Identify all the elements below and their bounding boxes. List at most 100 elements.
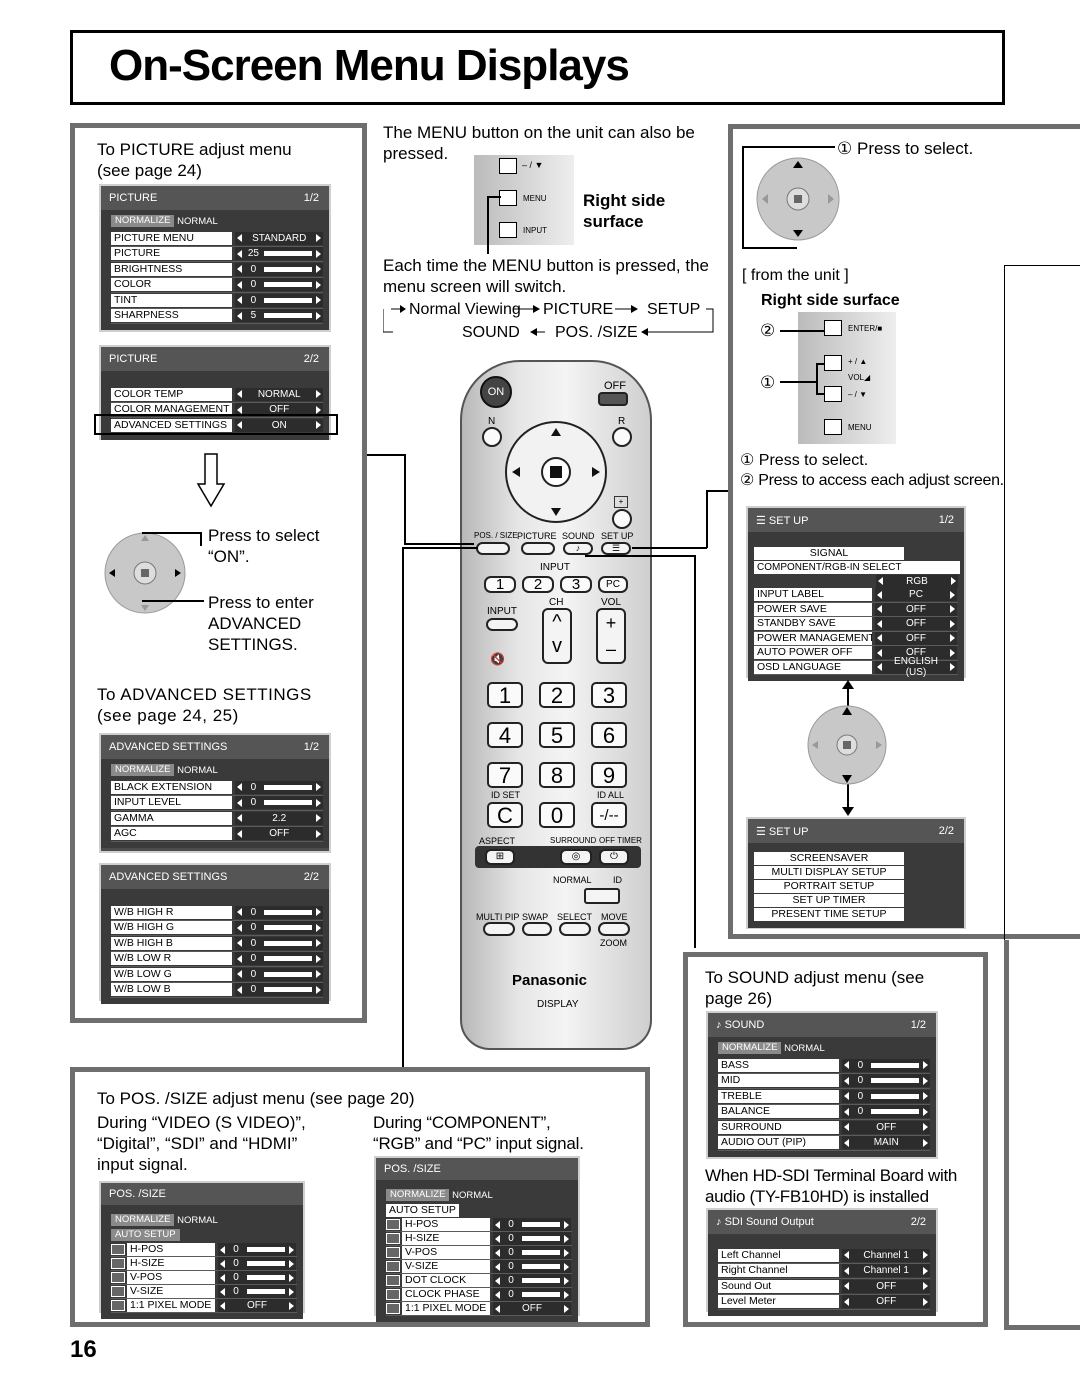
off-button[interactable] bbox=[598, 392, 628, 406]
menu-value[interactable]: 0 bbox=[235, 983, 323, 997]
menu-value[interactable]: 0 bbox=[842, 1058, 930, 1072]
n-button[interactable] bbox=[482, 427, 502, 447]
menu-value[interactable]: 0 bbox=[493, 1260, 571, 1273]
setup-item-screensaver[interactable]: SCREENSAVER bbox=[754, 852, 904, 865]
menu-value[interactable]: 0 bbox=[235, 936, 323, 950]
normalize-button[interactable]: NORMALIZE bbox=[111, 1214, 175, 1226]
input-pc-button[interactable]: PC bbox=[598, 576, 628, 593]
swap-button[interactable] bbox=[522, 922, 552, 936]
input-2-button[interactable]: 2 bbox=[522, 576, 554, 593]
key-n5-button[interactable]: 5 bbox=[539, 722, 575, 748]
minus-button[interactable] bbox=[824, 386, 842, 402]
key-n6-button[interactable]: 6 bbox=[591, 722, 627, 748]
setup-item-set-up-timer[interactable]: SET UP TIMER bbox=[754, 894, 904, 907]
menu-value[interactable]: ENGLISH (US) bbox=[875, 656, 957, 678]
aspect-button[interactable]: ⊞ bbox=[485, 849, 515, 865]
menu-row-audio-out-pip[interactable]: AUDIO OUT (PIP)MAIN bbox=[718, 1136, 930, 1151]
auto-setup-button[interactable]: AUTO SETUP bbox=[386, 1203, 459, 1217]
normalize-button[interactable]: NORMALIZE bbox=[386, 1189, 450, 1201]
side-button-input[interactable] bbox=[499, 222, 517, 238]
setup-item-multi-display-setup[interactable]: MULTI DISPLAY SETUP bbox=[754, 866, 904, 879]
menu-value[interactable]: OFF bbox=[842, 1295, 930, 1309]
side-button-menu[interactable] bbox=[499, 190, 517, 206]
menu-value[interactable]: 0 bbox=[493, 1232, 571, 1245]
key-n2-button[interactable]: 2 bbox=[539, 682, 575, 708]
menu-value[interactable]: OFF bbox=[875, 646, 957, 660]
menu-value[interactable]: 0 bbox=[842, 1074, 930, 1088]
menu-value[interactable]: Channel 1 bbox=[842, 1264, 930, 1278]
menu-value[interactable]: 0 bbox=[493, 1288, 571, 1301]
right-top-pad[interactable] bbox=[755, 156, 841, 242]
off-timer-button[interactable]: ⏻ bbox=[599, 849, 629, 865]
menu-value[interactable]: 0 bbox=[493, 1274, 571, 1287]
input-1-button[interactable]: 1 bbox=[484, 576, 516, 593]
menu-value[interactable]: 0 bbox=[235, 262, 323, 276]
mute-icon[interactable]: 🔇 bbox=[490, 652, 505, 666]
key-n0-button[interactable]: 0 bbox=[539, 802, 575, 828]
input-3-button[interactable]: 3 bbox=[560, 576, 592, 593]
normalize-button[interactable]: NORMALIZE bbox=[111, 764, 175, 776]
setup-item-portrait-setup[interactable]: PORTRAIT SETUP bbox=[754, 880, 904, 893]
signal-item[interactable]: SIGNAL bbox=[754, 547, 904, 560]
menu-value[interactable]: OFF bbox=[875, 617, 957, 631]
setup-item-present-time-setup[interactable]: PRESENT TIME SETUP bbox=[754, 908, 904, 921]
multi-pip-button[interactable] bbox=[483, 922, 515, 936]
key-n3-button[interactable]: 3 bbox=[591, 682, 627, 708]
remote-cursor-pad[interactable] bbox=[504, 420, 608, 524]
r-button[interactable] bbox=[612, 427, 632, 447]
menu-value[interactable]: OFF bbox=[235, 403, 323, 417]
menu-value[interactable]: PC bbox=[875, 588, 957, 602]
enter-button[interactable] bbox=[824, 320, 842, 336]
cursor-pad[interactable] bbox=[103, 531, 187, 615]
component-value[interactable]: RGB bbox=[876, 574, 958, 588]
menu-value[interactable]: OFF bbox=[235, 827, 323, 841]
key-dash-button[interactable]: -/-- bbox=[591, 802, 627, 828]
menu-value[interactable]: 0 bbox=[493, 1246, 571, 1259]
normalize-button[interactable]: NORMALIZE bbox=[111, 215, 175, 227]
normalize-button[interactable]: NORMALIZE bbox=[718, 1042, 782, 1054]
menu-value[interactable]: 25 bbox=[235, 247, 323, 261]
menu-value[interactable]: 2.2 bbox=[235, 811, 323, 825]
right-mid-pad[interactable] bbox=[806, 704, 888, 786]
menu-value[interactable]: 0 bbox=[235, 921, 323, 935]
menu-value[interactable]: 0 bbox=[218, 1285, 296, 1298]
sound-button[interactable]: ♪ bbox=[563, 542, 593, 555]
menu-value[interactable]: NORMAL bbox=[235, 387, 323, 401]
menu-value[interactable]: 0 bbox=[235, 952, 323, 966]
setup-button[interactable]: ☰ bbox=[601, 542, 631, 555]
select-button[interactable] bbox=[559, 922, 591, 936]
normal-id-switch[interactable] bbox=[584, 888, 620, 904]
menu-value[interactable]: OFF bbox=[875, 631, 957, 645]
picture-button[interactable] bbox=[521, 542, 555, 555]
key-n9-button[interactable]: 9 bbox=[591, 762, 627, 788]
